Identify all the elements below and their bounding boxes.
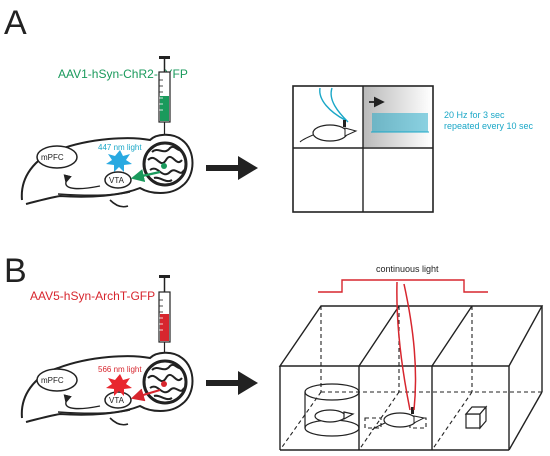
wire-cage-icon <box>304 383 360 437</box>
panel-a-letter: A <box>4 4 27 42</box>
panel-b-vta: VTA <box>109 396 125 405</box>
panel-a-arena <box>292 85 434 213</box>
optic-fiber-1 <box>396 281 411 411</box>
panel-a-light-label: 447 nm light <box>98 143 142 152</box>
panel-a-mpfc: mPFC <box>41 153 64 162</box>
panel-a-arrow <box>206 156 258 180</box>
panel-b-arrow <box>206 371 258 395</box>
panel-b-light-label: 566 nm light <box>98 365 142 374</box>
panel-a: A AAV1-hSyn-ChR2-eYFP mPFC VTA <box>4 4 534 213</box>
panel-a-vta: VTA <box>109 176 125 185</box>
syringe-b-icon <box>158 275 171 358</box>
panel-a-stim-line2: repeated every 10 sec <box>444 121 534 131</box>
brain-a-icon: mPFC VTA 447 nm light <box>20 133 194 208</box>
panel-b-continuous-label: continuous light <box>376 264 439 274</box>
mouse-b-icon <box>371 407 426 431</box>
brain-b-icon: mPFC VTA 566 nm light <box>20 351 194 426</box>
panel-b-letter: B <box>4 252 27 290</box>
syringe-a-icon <box>158 56 171 138</box>
panel-b-virus-label: AAV5-hSyn-ArchT-GFP <box>30 289 155 303</box>
mouse-a-icon <box>299 120 358 143</box>
optic-fiber-2 <box>403 283 417 411</box>
panel-a-virus-label: AAV1-hSyn-ChR2-eYFP <box>58 67 188 81</box>
stimulation-pulses <box>371 113 429 133</box>
panel-b: B AAV5-hSyn-ArchT-GFP mPFC VTA <box>4 252 544 451</box>
cube-object-icon <box>464 405 488 430</box>
panel-a-stim-line1: 20 Hz for 3 sec <box>444 110 505 120</box>
panel-b-mpfc: mPFC <box>41 376 64 385</box>
continuous-light-trace <box>318 279 488 293</box>
